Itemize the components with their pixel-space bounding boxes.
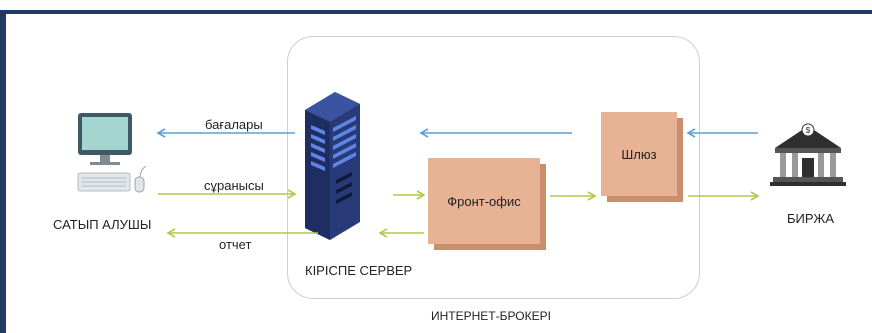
exchange-label: БИРЖА: [787, 211, 835, 226]
gateway-server-label: КІРІСПЕ СЕРВЕР: [305, 263, 413, 278]
request-label: сұранысы: [204, 178, 264, 193]
frame-left-border: [0, 10, 6, 333]
buyer-label: САТЫП АЛУШЫ: [53, 217, 152, 232]
front-office-box: Фронт-офис: [428, 158, 540, 244]
prices-label: бағалары: [205, 117, 263, 132]
front-office-label: Фронт-офис: [447, 193, 521, 209]
gateway-box: Шлюз: [601, 112, 677, 196]
gateway-label: Шлюз: [621, 146, 657, 162]
report-label: отчет: [219, 237, 252, 252]
svg-text:$: $: [806, 126, 811, 135]
computer-icon: [77, 113, 147, 193]
frame-top-border: [0, 10, 872, 14]
internet-broker-label: ИНТЕРНЕТ-БРОКЕРІ: [431, 309, 551, 323]
server-icon: [305, 92, 360, 240]
bank-icon: $: [770, 123, 846, 186]
